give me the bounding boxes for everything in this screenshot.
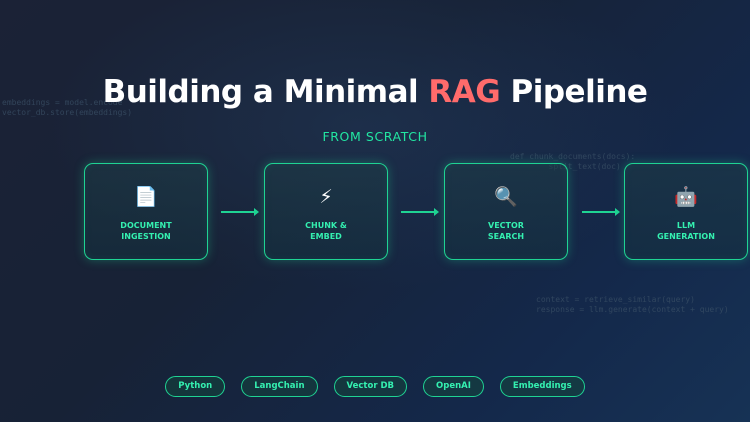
stage-label: DOCUMENT INGESTION [120, 221, 172, 241]
flow-arrow [221, 208, 259, 216]
stage-label: CHUNK & EMBED [305, 221, 347, 241]
title-accent-text: RAG [428, 74, 501, 110]
pipeline-stage-vector-search: 🔍 VECTOR SEARCH [444, 163, 568, 260]
tag-python: Python [165, 376, 226, 397]
robot-icon: 🤖 [674, 186, 698, 208]
tag-openai: OpenAI [423, 376, 484, 397]
title-text: Pipeline [500, 74, 648, 110]
background-code-snippet: embeddings = model.encode vector_db.stor… [2, 98, 133, 117]
background-code-snippet: context = retrieve_similar(query) respon… [536, 295, 729, 314]
stage-label: LLM GENERATION [657, 221, 715, 241]
flow-arrow [401, 208, 439, 216]
page-title: Building a Minimal RAG Pipeline [0, 74, 750, 110]
stage-label: VECTOR SEARCH [487, 221, 525, 241]
flow-arrow [582, 208, 620, 216]
tag-embeddings: Embeddings [499, 376, 585, 397]
pipeline-stage-document-ingestion: 📄 DOCUMENT INGESTION [84, 163, 208, 260]
pipeline-stage-llm-generation: 🤖 LLM GENERATION [624, 163, 748, 260]
document-icon: 📄 [134, 186, 158, 208]
lightning-icon: ⚡ [319, 186, 333, 208]
pipeline-stage-chunk-embed: ⚡ CHUNK & EMBED [264, 163, 388, 260]
tag-vector-db: Vector DB [333, 376, 408, 397]
magnifier-icon: 🔍 [494, 186, 518, 208]
title-text: Building a Minimal [102, 74, 429, 110]
background-code-snippet: def chunk_documents(docs): split_text(do… [510, 152, 636, 171]
subtitle: FROM SCRATCH [322, 129, 428, 144]
tech-tag-list: Python LangChain Vector DB OpenAI Embedd… [0, 376, 750, 397]
tag-langchain: LangChain [241, 376, 318, 397]
